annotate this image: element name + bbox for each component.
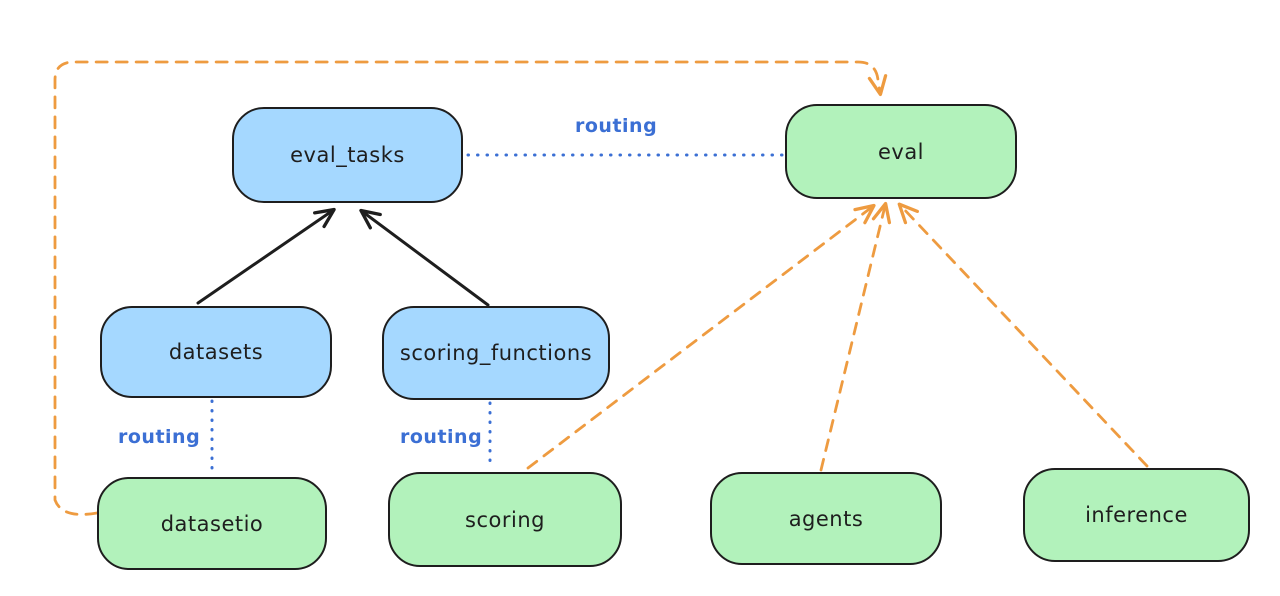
node-datasetio-label: datasetio [160, 511, 264, 536]
node-eval-label: eval [877, 139, 925, 164]
node-inference-label: inference [1085, 503, 1188, 527]
node-scoring-functions-label: scoring_functions [399, 341, 593, 365]
edge-label-routing-evaltasks-eval: routing [575, 115, 658, 137]
node-eval: eval [785, 104, 1017, 199]
node-eval-tasks: eval_tasks [232, 107, 463, 203]
node-scoring: scoring [388, 472, 622, 567]
edge-datasets-to-evaltasks-arrow [196, 207, 336, 305]
node-agents-label: agents [788, 506, 864, 531]
edge-inference-to-eval-dashed [897, 202, 1149, 468]
edge-agents-to-eval-dashed [819, 201, 892, 472]
edge-scoringfunctions-to-evaltasks-arrow [359, 208, 490, 307]
node-eval-tasks-label: eval_tasks [290, 143, 405, 167]
node-datasetio: datasetio [97, 477, 327, 570]
edge-label-routing-datasets-datasetio: routing [118, 426, 201, 448]
node-scoring-label: scoring [465, 507, 545, 532]
node-scoring-functions: scoring_functions [382, 306, 610, 400]
edge-label-routing-scoringfunctions-scoring: routing [400, 426, 483, 448]
node-inference: inference [1023, 468, 1250, 562]
node-agents: agents [710, 472, 942, 565]
node-datasets: datasets [100, 306, 332, 398]
edge-datasetio-to-eval-dashed-loop [53, 60, 888, 516]
edge-scoring-to-eval-dashed [526, 203, 876, 470]
node-datasets-label: datasets [168, 340, 264, 364]
